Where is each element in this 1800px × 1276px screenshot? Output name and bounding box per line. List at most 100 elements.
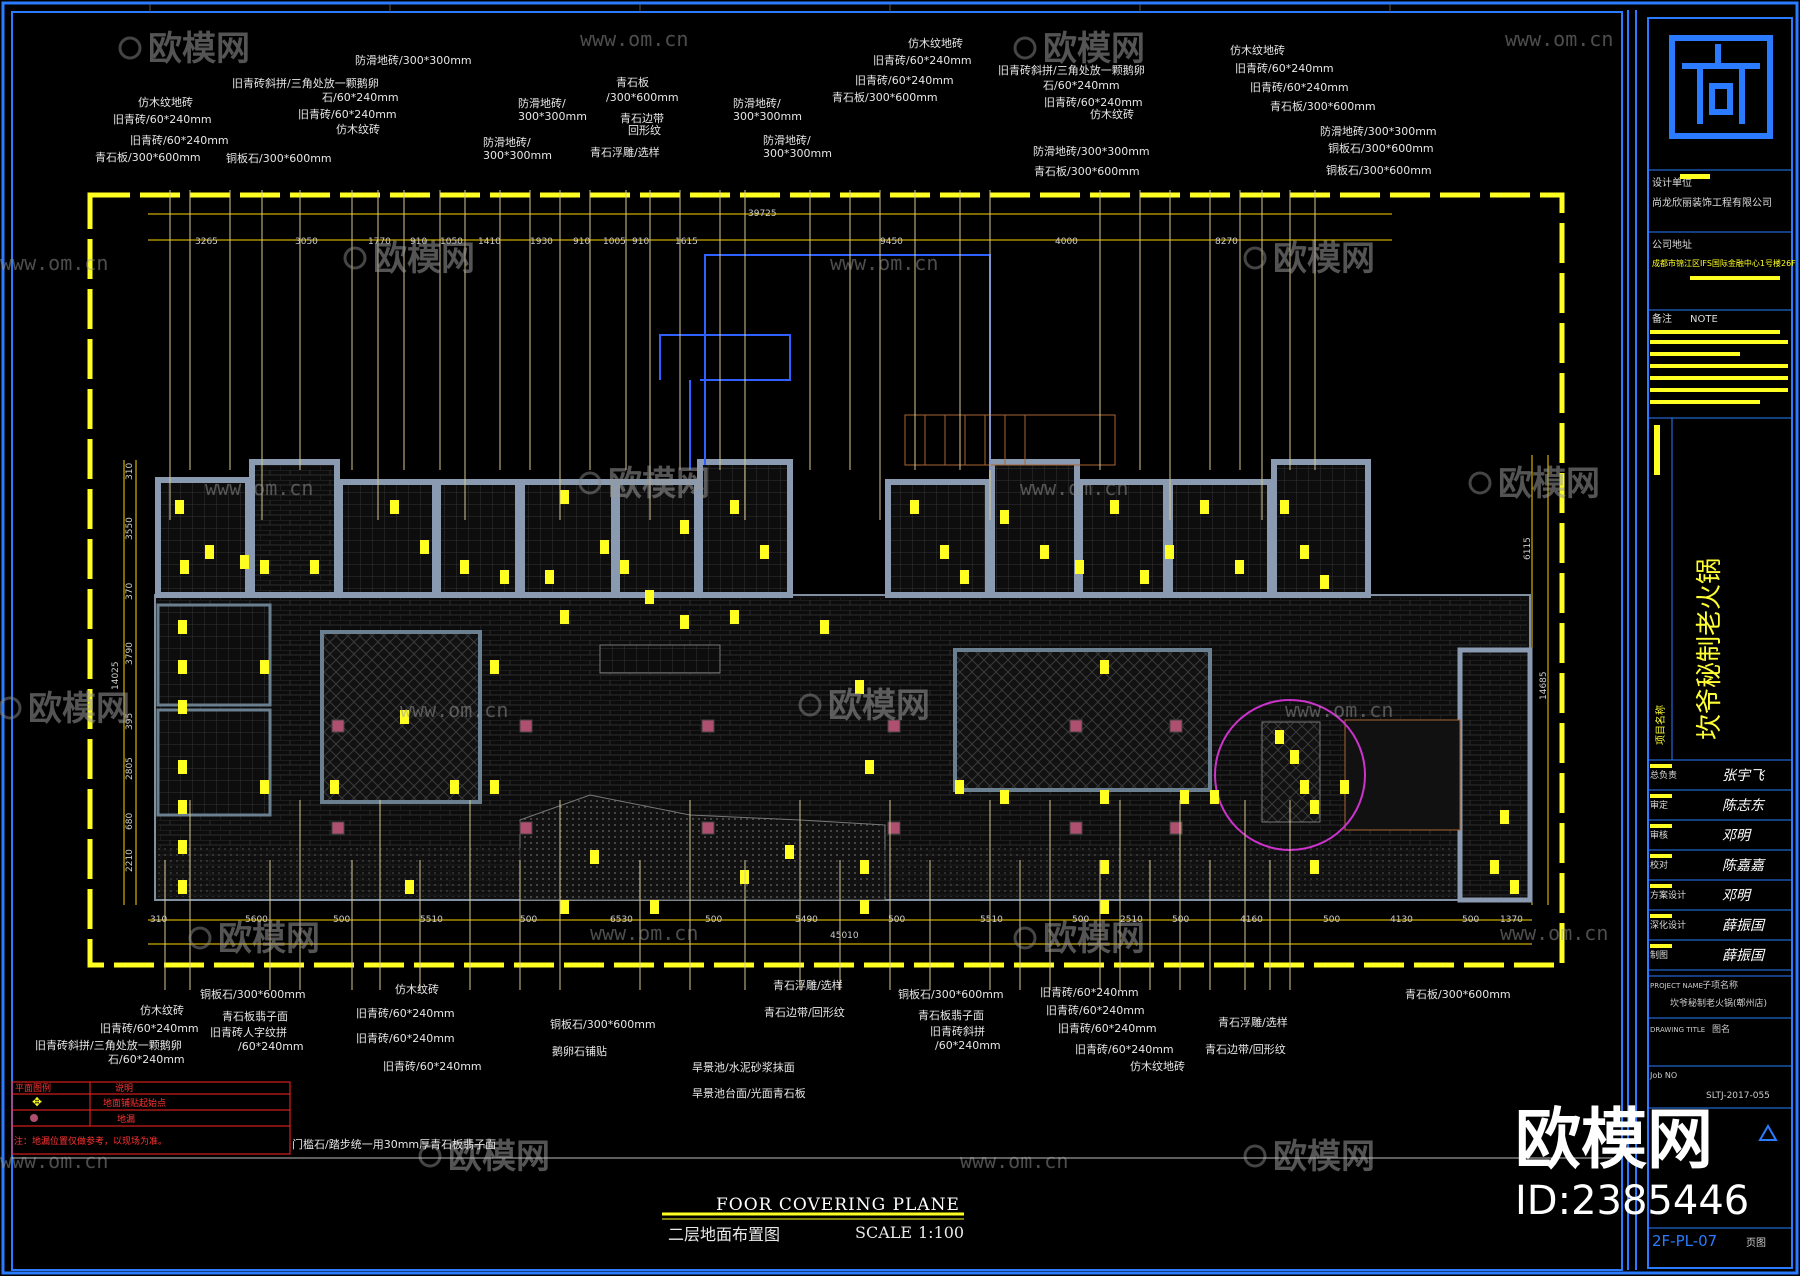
material-callout: 青石板/300*600mm <box>1034 164 1140 178</box>
material-callout: 石/60*240mm <box>108 1053 185 1066</box>
stair-well <box>659 254 991 470</box>
material-callout: 青石浮雕/选样 <box>1218 1015 1288 1029</box>
tile-start-marker <box>955 780 964 794</box>
material-callout: 回形纹 <box>628 123 661 137</box>
bottom-dim: 310 <box>150 915 167 925</box>
watermark-logo-icon <box>118 36 142 60</box>
signature: 陈志东 <box>1722 798 1766 814</box>
project-name-vertical: 坎爷秘制老火锅 <box>1695 558 1725 740</box>
role-label: 方案设计 <box>1650 889 1686 901</box>
bottom-dim: 5490 <box>795 915 818 925</box>
start-point-icon: ✥ <box>32 1095 42 1109</box>
left-dim: 370 <box>125 583 135 600</box>
tile-start-marker <box>1310 860 1319 874</box>
left-dim: 2210 <box>125 849 135 872</box>
tile-start-marker <box>260 560 269 574</box>
material-callout: 青石板/300*600mm <box>95 150 201 164</box>
material-callout: 旧青砖/60*240mm <box>1075 1042 1174 1056</box>
material-callouts-top: 防滑地砖/300*300mm旧青砖斜拼/三角处放一颗鹅卵石/60*240mm旧青… <box>95 36 1437 178</box>
tile-start-marker <box>560 490 569 504</box>
drawing-title-cn-label: 图名 <box>1712 1023 1730 1035</box>
material-callout: 防滑地砖/300*300mm <box>355 53 472 67</box>
tile-start-marker <box>940 545 949 559</box>
tile-start-marker <box>680 520 689 534</box>
top-dim: 910 <box>410 237 427 247</box>
legend-col2: 说明 <box>115 1082 133 1094</box>
watermark-brand: 欧模网 <box>1273 1137 1375 1177</box>
material-callout: 防滑地砖/ <box>483 135 531 149</box>
top-dim: 1005 <box>603 237 626 247</box>
tile-start-marker <box>420 540 429 554</box>
tile-start-marker <box>1275 730 1284 744</box>
watermark-url: www.om.cn <box>400 698 508 722</box>
material-callout: 仿木纹地砖 <box>138 95 193 109</box>
tile-start-marker <box>405 880 414 894</box>
tile-start-marker <box>1340 780 1349 794</box>
tile-start-marker <box>260 660 269 674</box>
material-callout: 300*300mm <box>518 110 587 123</box>
watermark-brand: 欧模网 <box>608 464 710 504</box>
watermark-logo-icon <box>1243 1144 1267 1168</box>
material-callout: 300*300mm <box>733 110 802 123</box>
watermark-logo-icon <box>1013 36 1037 60</box>
tile-start-marker <box>820 620 829 634</box>
signature: 陈嘉嘉 <box>1722 858 1766 874</box>
tile-start-marker <box>500 570 509 584</box>
material-callout: 旧青砖/60*240mm <box>1058 1021 1157 1035</box>
material-callout: 旧青砖/60*240mm <box>356 1006 455 1020</box>
material-callout: 铜板石/300*600mm <box>1326 163 1432 177</box>
material-callout: 旧青砖/60*240mm <box>130 133 229 147</box>
job-label: Job NO <box>1649 1071 1677 1080</box>
tile-start-marker <box>960 570 969 584</box>
watermark-url: www.om.cn <box>1020 476 1128 500</box>
signature: 薛振国 <box>1722 948 1766 964</box>
top-dim: 1050 <box>440 237 463 247</box>
material-callout: 旧青砖/60*240mm <box>356 1031 455 1045</box>
tile-start-marker <box>240 555 249 569</box>
bottom-dim: 500 <box>1323 915 1340 925</box>
top-dim: 1930 <box>530 237 553 247</box>
role-label: 审定 <box>1650 799 1668 811</box>
bottom-dim: 2510 <box>1120 915 1143 925</box>
watermark-url: www.om.cn <box>0 1149 108 1173</box>
tile-start-marker <box>1210 790 1219 804</box>
threshold-footnote: 门槛石/踏步统一用30mm厚青石板翡子面 <box>292 1137 496 1151</box>
signature: 薛振国 <box>1722 918 1766 934</box>
tile-start-marker <box>1235 560 1244 574</box>
tile-start-marker <box>910 500 919 514</box>
tile-start-marker <box>1490 860 1499 874</box>
material-callout: /300*600mm <box>606 91 679 104</box>
signature: 邓明 <box>1722 888 1752 904</box>
watermark-url: www.om.cn <box>0 251 108 275</box>
scale-value: 1:100 <box>918 1223 964 1242</box>
material-callout: 仿木纹砖 <box>1090 107 1134 121</box>
material-callout: 300*300mm <box>763 147 832 160</box>
legend-row2: 地漏 <box>117 1113 135 1125</box>
material-callout: 仿木纹砖 <box>395 982 439 996</box>
tile-start-marker <box>785 845 794 859</box>
overall-top-dim: 39725 <box>748 209 777 219</box>
material-callout: 铜板石/300*600mm <box>1328 141 1434 155</box>
floor-drain-icon <box>30 1114 38 1122</box>
material-callout: 铜板石/300*600mm <box>550 1017 656 1031</box>
tile-start-marker <box>590 850 599 864</box>
tile-start-marker <box>175 500 184 514</box>
design-unit-label: 设计单位 <box>1652 176 1692 189</box>
tile-start-marker <box>490 660 499 674</box>
signature: 张宇飞 <box>1722 768 1766 784</box>
material-callout: 旧青砖斜拼/三角处放一颗鹅卵 <box>998 63 1145 77</box>
tile-start-marker <box>860 860 869 874</box>
material-callout: 旧青砖/60*240mm <box>1046 1003 1145 1017</box>
tile-start-marker <box>860 900 869 914</box>
watermark-url: www.om.cn <box>1505 27 1613 51</box>
tile-start-marker <box>650 900 659 914</box>
watermark-brand: 欧模网 <box>448 1137 550 1177</box>
drawing-frame <box>11 11 1623 1271</box>
material-callout: 仿木纹砖 <box>140 1003 184 1017</box>
note-label: 备注 <box>1652 312 1672 325</box>
tile-start-marker <box>865 760 874 774</box>
drawing-title-label: DRAWING TITLE <box>1650 1026 1705 1034</box>
left-dim: 680 <box>125 813 135 830</box>
